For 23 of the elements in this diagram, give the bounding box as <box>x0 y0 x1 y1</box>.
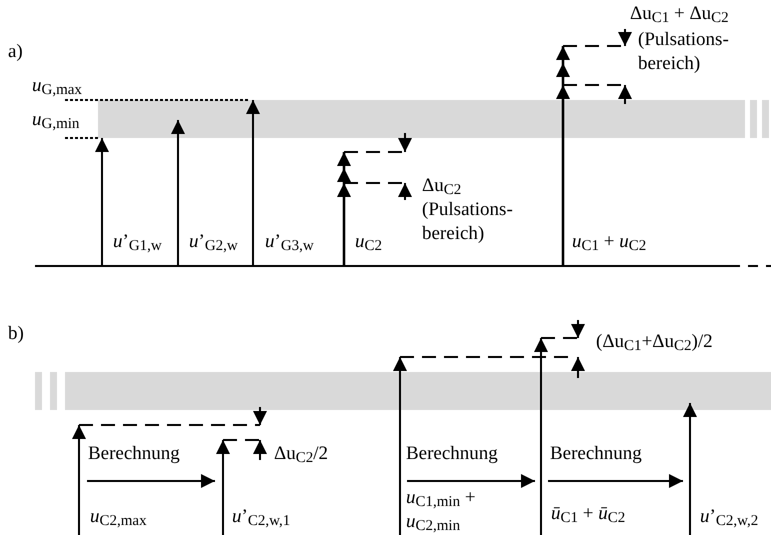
range-label: Δu$_{C2}$/2 <box>274 442 328 466</box>
range-label: Δu$_{C1}$ + Δu$_{C2}$ <box>630 2 729 26</box>
voltage-label: u$_{C1}$ + u$_{C2}$ <box>572 230 646 254</box>
voltage-label: u$_{G,min}$ <box>32 108 80 132</box>
range-label: (Pulsations- bereich) <box>638 28 730 76</box>
range-label: (Pulsations- bereich) <box>422 198 514 246</box>
process-label: Berechnung <box>88 442 180 466</box>
range-label: Δu$_{C2}$ <box>422 174 462 198</box>
range-label: (Δu$_{C1}$+Δu$_{C2}$)/2 <box>596 330 713 354</box>
voltage-label: u$_{C1,min}$ + u$_{C2,min}$ <box>406 486 477 534</box>
voltage-label: u$_{C2,max}$ <box>90 505 147 529</box>
voltage-label: u’$_{C2,w,1}$ <box>232 505 290 529</box>
panel-label: a) <box>8 40 23 64</box>
voltage-label: u’$_{G3,w}$ <box>265 230 314 254</box>
process-label: Berechnung <box>550 442 642 466</box>
voltage-label: u’$_{C2,w,2}$ <box>700 505 758 529</box>
voltage-label: u$_{G,max}$ <box>32 74 82 98</box>
voltage-label: ū$_{C1}$ + ū$_{C2}$ <box>551 502 626 526</box>
process-label: Berechnung <box>406 442 498 466</box>
voltage-label: u’$_{G2,w}$ <box>189 230 238 254</box>
panel-label: b) <box>8 322 24 346</box>
voltage-label: u’$_{G1,w}$ <box>113 230 162 254</box>
voltage-label: u$_{C2}$ <box>355 230 382 254</box>
